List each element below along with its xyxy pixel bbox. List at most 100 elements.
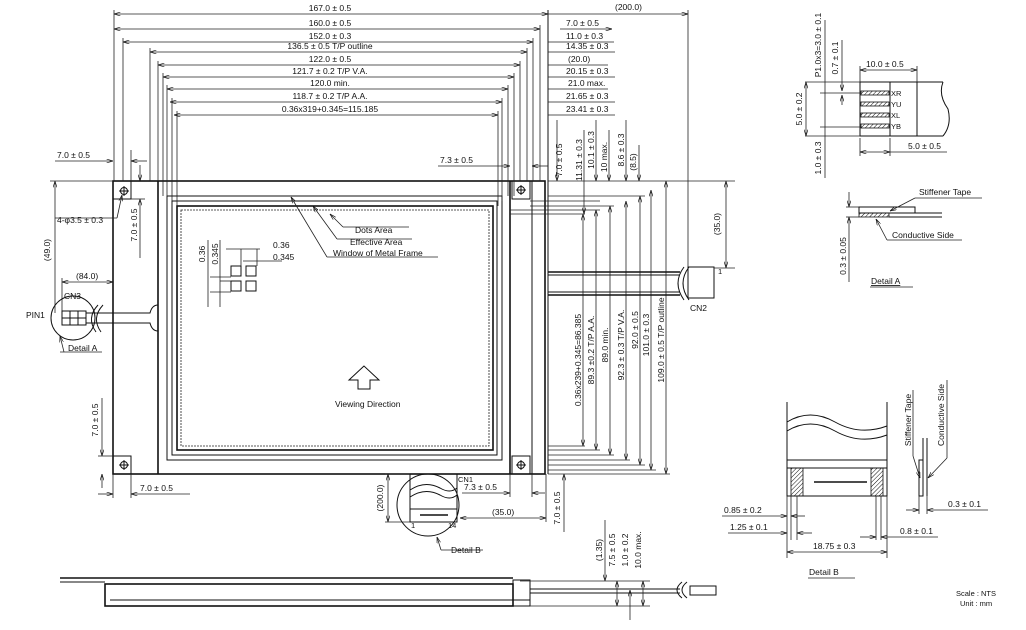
detail-b: 0.85 ± 0.2 1.25 ± 0.1 0.8 ± 0.1 18.75 ± … (722, 380, 988, 579)
width-dim: 10.0 ± 0.5 (866, 59, 904, 69)
module-outline (112, 180, 546, 475)
length-dim: 5.0 ± 0.5 (908, 141, 941, 151)
vdim-92-3: 92.3 ± 0.3 T/P V.A. (616, 310, 626, 381)
dim-121-7: 121.7 ± 0.2 T/P V.A. (292, 66, 367, 76)
conductive-label-a: Conductive Side (892, 230, 954, 240)
cn1-area: 1 14 CN1 7.3 ± 0.5 (35.0) (200.0) 7.0 ± … (375, 473, 564, 555)
conductive-label-b: Conductive Side (936, 384, 946, 446)
dim-23-41: 23.41 ± 0.3 (566, 104, 609, 114)
cn2-label: CN2 (690, 303, 707, 313)
vdim-11-31: 11.31 ± 0.3 (574, 139, 584, 181)
left-side-dimensions: 7.0 ± 0.5 4-φ3.5 ± 0.3 7.0 ± 0.5 (49.0) … (26, 150, 190, 498)
dim-152: 152.0 ± 0.3 (309, 31, 352, 41)
pin-yb: YB (891, 122, 901, 131)
effective-area-label: Effective Area (350, 237, 403, 247)
dim-136-5: 136.5 ± 0.5 T/P outline (287, 41, 372, 51)
top-dimensions: 167.0 ± 0.5 160.0 ± 0.5 152.0 ± 0.3 136.… (113, 2, 689, 474)
side-view: (1.35) 7.5 ± 0.5 1.0 ± 0.2 10.0 max. (60, 520, 717, 620)
right-vertical-dimensions: 7.0 ± 0.5 11.31 ± 0.3 10.1 ± 0.3 10 max.… (510, 120, 670, 475)
viewing-direction-arrow-icon (347, 365, 381, 390)
pitch-v-036: 0.36 (197, 245, 207, 262)
vdim-92-0: 92.0 ± 0.5 (630, 311, 640, 349)
dim-0-8: 0.8 ± 0.1 (900, 526, 933, 536)
cn1-label: CN1 (458, 475, 473, 484)
dots-area-label: Dots Area (355, 225, 393, 235)
pitch-h-0345: 0.345 (273, 252, 295, 262)
dim-18-75: 18.75 ± 0.3 (813, 541, 856, 551)
stiffener-label-b: Stiffener Tape (903, 394, 913, 446)
cn1-dim: 7.3 ± 0.5 (464, 482, 497, 492)
dim-84: (84.0) (76, 271, 98, 281)
vdim-10-max: 10 max. (599, 142, 609, 172)
pixel-detail: 0.36 0.345 0.36 0.345 (197, 240, 295, 307)
dim-35-cn2: (35.0) (712, 213, 722, 235)
unit-note: Unit : mm (960, 599, 992, 608)
vdim-8-6: 8.6 ± 0.3 (616, 133, 626, 166)
dim-118-7: 118.7 ± 0.2 T/P A.A. (292, 91, 367, 101)
line-width-dim: 0.7 ± 0.1 (830, 41, 840, 74)
bottom-right-v-dim: 7.0 ± 0.5 (552, 491, 562, 524)
dim-21-0: 21.0 max. (568, 78, 605, 88)
dim-11-0: 11.0 ± 0.3 (566, 31, 603, 41)
dim-160: 160.0 ± 0.5 (309, 18, 352, 28)
stiffener-label-a: Stiffener Tape (919, 187, 971, 197)
center-annotations: 7.3 ± 0.5 Dots Area Effective Area Windo… (197, 155, 548, 409)
dim-21-65: 21.65 ± 0.3 (566, 91, 609, 101)
left-bottom-h-dim: 7.0 ± 0.5 (140, 483, 173, 493)
left-top-tab-dim: 7.0 ± 0.5 (57, 150, 90, 160)
vdim-101-0: 101.0 ± 0.3 (641, 313, 651, 356)
mounting-hole-icon (119, 185, 526, 470)
vdim-109-0: 109.0 ± 0.5 T/P outline (656, 297, 666, 382)
pin-xl: XL (891, 111, 900, 120)
pin-xr: XR (891, 89, 902, 98)
dim-20-15: 20.15 ± 0.3 (566, 66, 609, 76)
pitch-dim: P1.0x3=3.0 ± 0.1 (813, 13, 823, 78)
detail-b-title: Detail B (809, 567, 839, 577)
window-label: Window of Metal Frame (333, 248, 423, 258)
dim-200-cn1: (200.0) (375, 484, 385, 511)
vdim-89-3: 89.3 ±0.2 T/P A.A. (586, 316, 596, 385)
dim-0-3: 0.3 ± 0.1 (948, 499, 981, 509)
dim-115-185: 0.36x319+0.345=115.185 (282, 104, 379, 114)
height-dim: 5.0 ± 0.2 (794, 92, 804, 125)
cn1-pin-14: 14 (448, 521, 456, 530)
pin-yu: YU (891, 100, 901, 109)
right-offset-lines (548, 29, 615, 116)
pitch-v-0345: 0.345 (210, 243, 220, 265)
dim-14-35: 14.35 ± 0.3 (566, 41, 609, 51)
dim-49: (49.0) (42, 239, 52, 261)
hole-dim: 4-φ3.5 ± 0.3 (57, 215, 103, 225)
detail-a: XR YU XL YB 10.0 ± 0.5 5.0 ± 0.2 P1.0x3=… (794, 13, 982, 288)
detail-a-callout: Detail A (68, 343, 98, 353)
side-dim-10-0: 10.0 max. (633, 531, 643, 568)
dim-1-25: 1.25 ± 0.1 (730, 522, 768, 532)
left-bottom-v-dim: 7.0 ± 0.5 (90, 403, 100, 436)
dim-35-cn1: (35.0) (492, 507, 514, 517)
detail-b-callout: Detail B (451, 545, 481, 555)
dim-200-top: (200.0) (615, 2, 642, 12)
vdim-10-1: 10.1 ± 0.3 (586, 131, 596, 169)
dim-167: 167.0 ± 0.5 (309, 3, 352, 13)
side-dim-1-0: 1.0 ± 0.2 (620, 533, 630, 566)
vdim-89-0: 89.0 min. (600, 328, 610, 363)
side-dim-1-35: (1.35) (594, 539, 604, 561)
offset-dim: 1.0 ± 0.3 (813, 141, 823, 174)
pitch-h-036: 0.36 (273, 240, 290, 250)
right-tab-dim: 7.3 ± 0.5 (440, 155, 473, 165)
side-dim-7-5: 7.5 ± 0.5 (607, 533, 617, 566)
detail-a-title: Detail A (871, 276, 901, 286)
cn2-connector: 1 CN2 (35.0) (548, 180, 735, 313)
vdim-7-0: 7.0 ± 0.5 (554, 143, 564, 176)
dim-20-0: (20.0) (568, 54, 590, 64)
vdim-8-5: (8.5) (628, 153, 638, 171)
dim-7-0: 7.0 ± 0.5 (566, 18, 599, 28)
vdim-86-385: 0.36x239+0.345=86.385 (573, 314, 583, 406)
dim-122: 122.0 ± 0.5 (309, 54, 352, 64)
detail-a-callout-circle (50, 295, 96, 341)
thickness-dim: 0.3 ± 0.05 (838, 237, 848, 275)
left-tab-v-dim: 7.0 ± 0.5 (129, 208, 139, 241)
dim-120: 120.0 min. (310, 78, 350, 88)
detail-b-callout-circle (396, 473, 460, 537)
viewing-direction-label: Viewing Direction (335, 399, 401, 409)
